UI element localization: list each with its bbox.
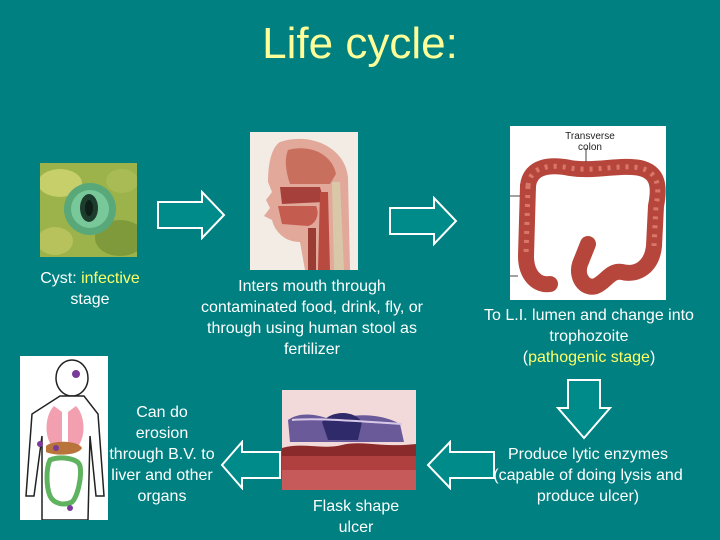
erosion-text: Can do erosion through B.V. to liver and… <box>108 402 216 507</box>
mouth-entry-text: Inters mouth through contaminated food, … <box>196 276 428 360</box>
pathogenic-stage-highlight: pathogenic stage <box>528 349 650 366</box>
flask-ulcer-histology-image <box>282 390 416 490</box>
colon-image: Transverse colon <box>510 126 666 300</box>
arrow-down <box>556 378 612 440</box>
colon-text-main: To L.I. lumen and change into trophozoit… <box>484 307 694 345</box>
head-cross-section-image <box>250 132 358 270</box>
arrow-left-1 <box>220 440 282 490</box>
arrow-right-1 <box>156 190 226 240</box>
colon-label-line1: Transverse <box>565 131 615 142</box>
arrow-right-2 <box>388 196 458 246</box>
lytic-enzymes-text: Produce lytic enzymes (capable of doing … <box>490 444 686 507</box>
cyst-micrograph-image <box>40 163 137 257</box>
cyst-label-highlight: infective <box>81 270 140 287</box>
colon-label-line2: colon <box>578 142 602 153</box>
colon-paren-close: ) <box>650 349 655 366</box>
cyst-label-suffix: stage <box>70 291 109 308</box>
colon-text: To L.I. lumen and change into trophozoit… <box>480 305 698 368</box>
colon-image-label: Transverse colon <box>558 131 622 153</box>
cyst-label: Cyst: infective stage <box>30 268 150 310</box>
page-title: Life cycle: <box>0 18 720 70</box>
cyst-label-prefix: Cyst: <box>40 270 81 287</box>
arrow-left-2 <box>426 440 496 490</box>
body-organs-image <box>20 356 108 520</box>
flask-ulcer-text: Flask shape ulcer <box>300 496 412 538</box>
